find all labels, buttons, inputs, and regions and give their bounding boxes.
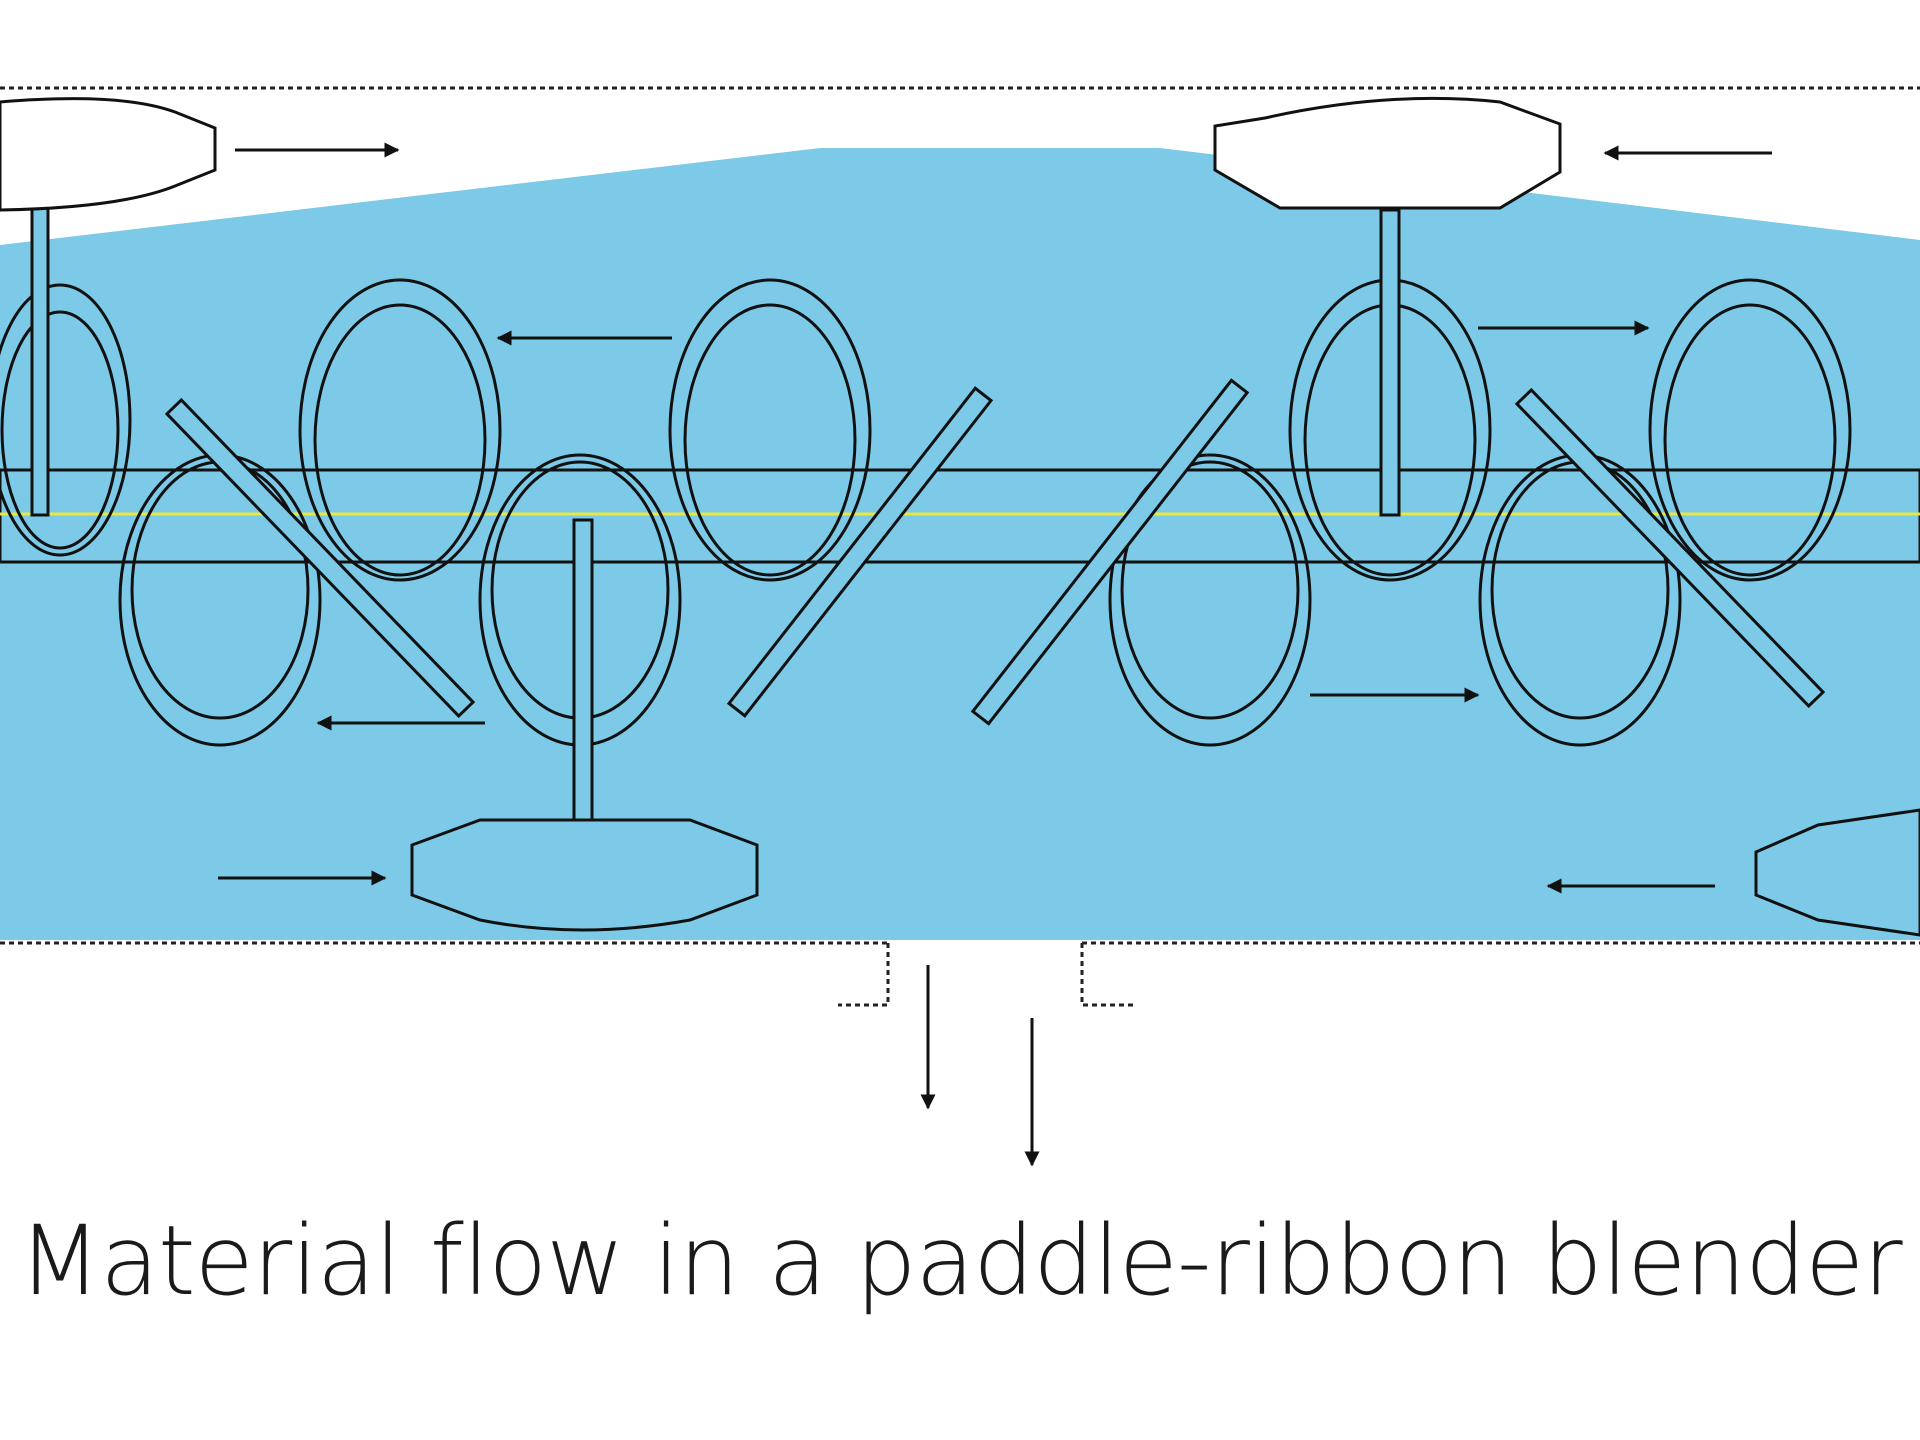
flow-arrows [218, 142, 1772, 1167]
helical-ribbon-flights [0, 278, 1852, 747]
paddle-blade [0, 97, 217, 212]
ribbon-loop [1663, 303, 1837, 577]
ribbon-loop [668, 278, 872, 582]
paddle-blade [1754, 808, 1920, 937]
paddle-blade [1213, 96, 1562, 210]
ribbon-loop [298, 278, 502, 582]
ribbon-loop [683, 303, 857, 577]
bottom-discharge-valve [838, 943, 1135, 1007]
ribbon-loop [0, 283, 132, 557]
ribbon-loop [313, 303, 487, 577]
trough-outline [0, 86, 1920, 945]
ribbon-loop [1648, 278, 1852, 582]
paddle-blade [410, 818, 759, 932]
diagonal-bar [726, 386, 994, 718]
diagonal-bar [970, 378, 1250, 726]
ribbon-loop [1108, 453, 1312, 747]
diagonal-bar [1514, 387, 1826, 709]
ribbon-loop [1120, 460, 1300, 720]
diagonal-mixing-bars [164, 378, 1826, 726]
ribbon-loop [0, 310, 120, 550]
mixing-paddles [0, 96, 1920, 937]
paddle-arm [1379, 208, 1401, 517]
paddle-arm [30, 203, 50, 517]
diagonal-bar [164, 397, 476, 719]
paddle-arm [572, 518, 594, 822]
diagram-caption: Material flow in a paddle-ribbon blender [18, 1205, 1902, 1317]
